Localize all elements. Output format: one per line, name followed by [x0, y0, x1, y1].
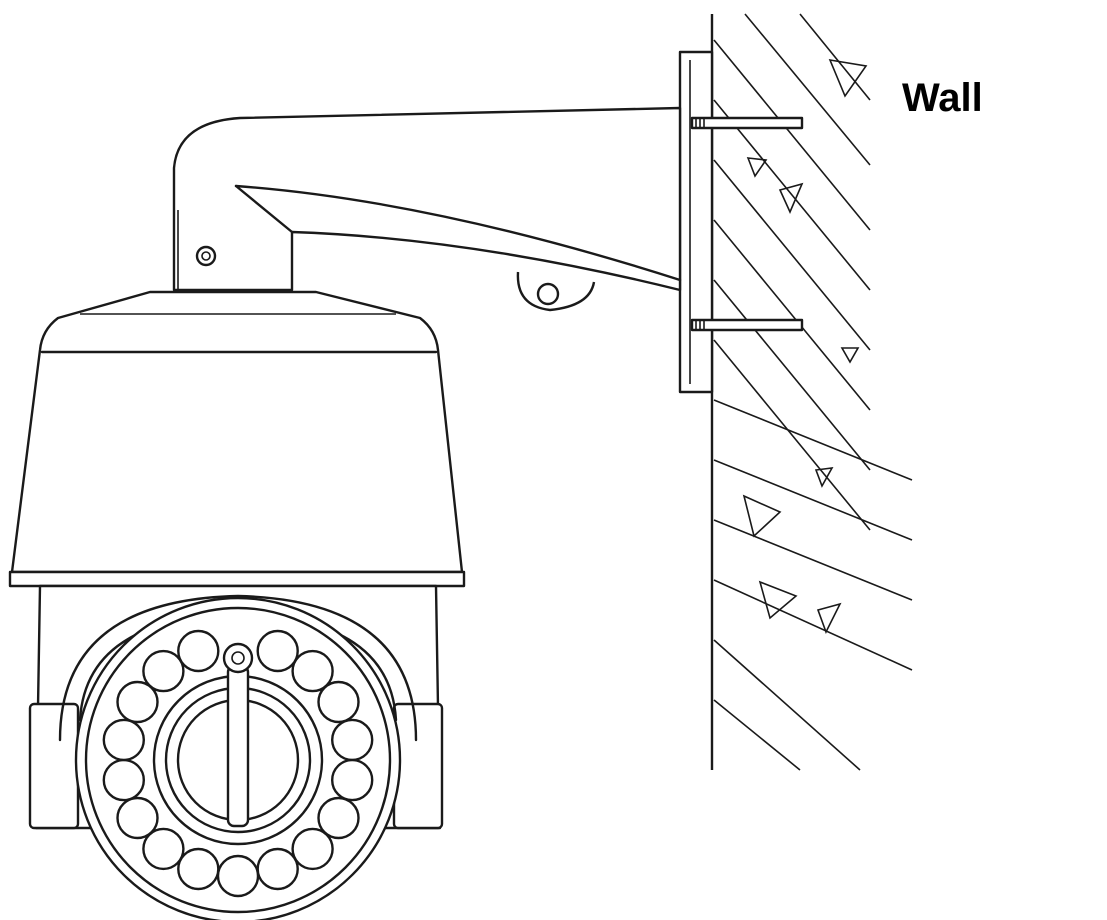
ir-led	[116, 680, 159, 724]
anchor-bolt-lower	[690, 318, 804, 332]
ir-led-ring	[102, 629, 374, 898]
ir-led	[291, 649, 334, 693]
ir-led	[317, 796, 360, 840]
ir-led	[102, 758, 146, 802]
ir-led	[216, 854, 260, 898]
wall-hatching	[710, 13, 913, 771]
cable-lug	[516, 271, 596, 312]
anchor-bolt-upper	[690, 116, 804, 130]
bracket-arm	[172, 106, 682, 292]
ir-led	[291, 827, 334, 871]
ir-led	[142, 649, 185, 693]
wall-aggregate	[742, 58, 868, 635]
dome-housing	[8, 290, 466, 588]
wall-label: Wall	[902, 76, 983, 120]
ir-led	[331, 718, 374, 762]
ir-led	[142, 827, 185, 871]
ir-led	[177, 629, 220, 673]
ir-led	[331, 758, 374, 802]
ir-led	[177, 847, 220, 891]
ir-led	[102, 718, 146, 762]
lens-assembly	[74, 596, 402, 920]
mount-plate	[678, 50, 714, 394]
ir-led	[256, 847, 299, 891]
ir-led	[317, 680, 360, 724]
ir-led	[116, 796, 159, 840]
ir-led	[256, 629, 299, 673]
